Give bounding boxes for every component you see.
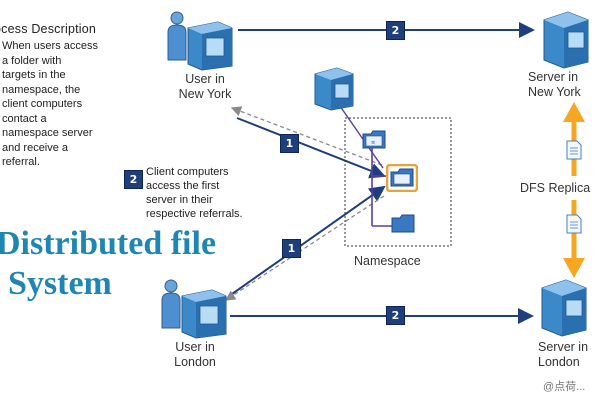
description-line: namespace server xyxy=(2,127,93,139)
description-line: a folder with xyxy=(2,54,62,67)
arrow-ny-request xyxy=(236,117,386,179)
server-london-label: Server in London xyxy=(538,340,600,370)
step-1-badge-upper: 1 xyxy=(280,134,299,153)
server-icon xyxy=(541,279,587,337)
user-computer-icon xyxy=(167,11,233,71)
description-line: client computers xyxy=(2,98,83,110)
step-2-badge-bottom: 2 xyxy=(386,306,405,325)
overlay-title-line1: Distributed file xyxy=(0,225,217,262)
user-london-label-line2: London xyxy=(174,355,216,369)
server-london-label-line2: London xyxy=(538,355,580,369)
step-2-line: access the first xyxy=(146,180,220,192)
overlay-title-line2: System xyxy=(8,265,112,302)
arrow-london-request xyxy=(231,185,386,295)
description-title: ocess Description xyxy=(0,22,97,36)
user-computer-icon xyxy=(161,279,227,339)
description-body: When users access a folder with targets … xyxy=(2,39,152,170)
server-london-label-line1: Server in xyxy=(538,340,589,354)
user-london-label-line1: User in xyxy=(175,340,215,354)
description-line: When users access xyxy=(2,40,98,52)
namespace-tree-connector xyxy=(371,142,392,227)
description-line: namespace, the xyxy=(2,83,81,96)
description-line: and receive a xyxy=(2,141,69,154)
folder-highlighted-icon xyxy=(386,164,418,192)
folder-icon: ≡ xyxy=(362,130,386,149)
document-icon xyxy=(566,214,582,234)
overlay-title: Distributed file System xyxy=(0,224,216,304)
description-line: referral. xyxy=(2,156,40,168)
description-line: targets in the xyxy=(2,69,66,81)
dfs-arrowhead-up xyxy=(563,102,585,122)
description-line: contact a xyxy=(2,112,47,125)
step-1-badge-lower: 1 xyxy=(282,239,301,258)
arrow-ny-referral xyxy=(230,106,383,166)
step-2-badge-legend: 2 xyxy=(124,170,143,189)
namespace-server-icon xyxy=(314,67,354,111)
step-2-badge-top: 2 xyxy=(386,21,405,40)
watermark: @点荷... xyxy=(543,381,586,393)
user-london-label: User in London xyxy=(152,340,238,370)
server-ny-label: Server in New York xyxy=(528,70,600,100)
user-ny-label-line2: New York xyxy=(178,87,232,101)
step-2-description: Client computers access the first server… xyxy=(146,165,243,221)
step-2-line: Client computers xyxy=(146,166,229,178)
folder-icon xyxy=(391,214,415,233)
namespace-label: Namespace xyxy=(354,254,421,268)
dfs-replica-label: DFS Replica xyxy=(520,181,591,195)
server-ny-label-line1: Server in xyxy=(528,70,579,84)
user-ny-label: User in New York xyxy=(162,72,248,102)
server-icon xyxy=(543,11,589,69)
step-2-line: respective referrals. xyxy=(146,208,243,220)
user-ny-label-line1: User in xyxy=(185,72,225,86)
step-2-line: server in their xyxy=(146,194,213,206)
dfs-arrowhead-down xyxy=(563,258,585,278)
namespace-box xyxy=(344,117,452,247)
document-icon xyxy=(566,140,582,160)
arrow-london-referral xyxy=(224,195,385,301)
svg-text:≡: ≡ xyxy=(371,140,375,146)
server-ny-label-line2: New York xyxy=(528,85,581,99)
